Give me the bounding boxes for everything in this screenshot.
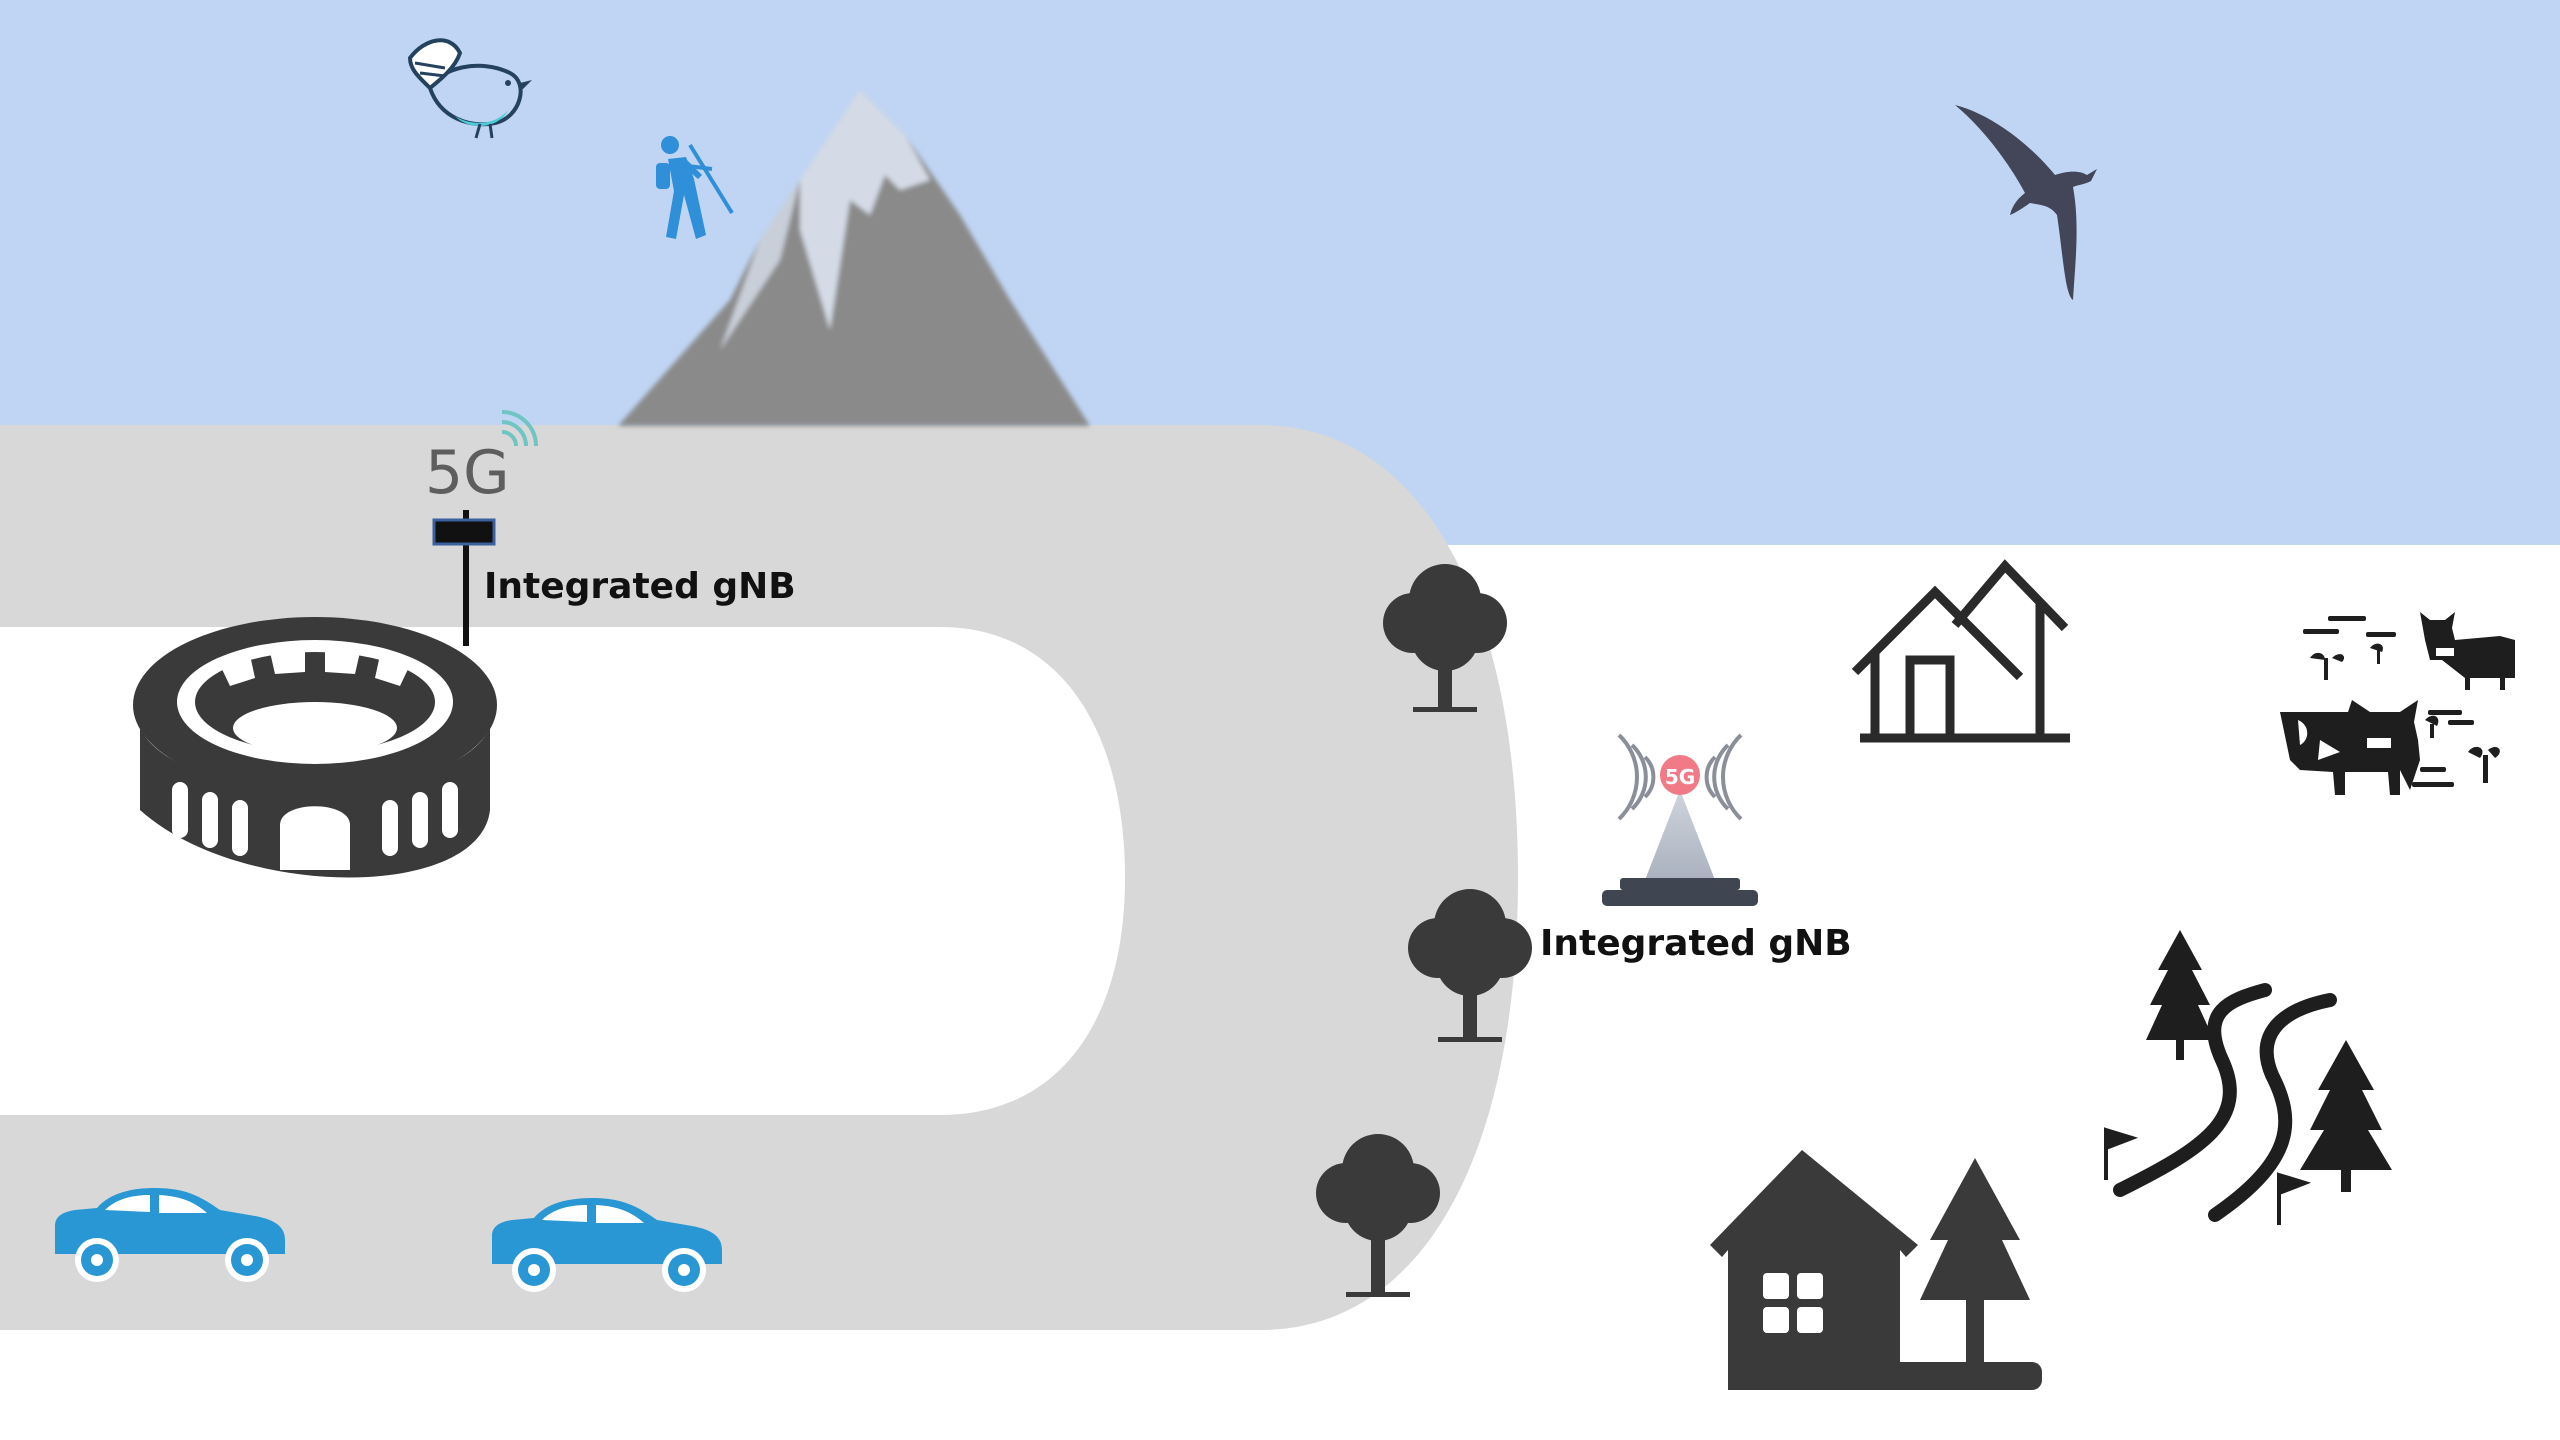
cabin-with-pine-icon (1710, 1150, 2042, 1390)
tower-label: Integrated gNB (1540, 923, 1852, 964)
car-icon (492, 1198, 722, 1292)
signal-waves-icon (501, 410, 538, 447)
cows-farm-icon (2280, 612, 2515, 795)
tower-5g-badge: 5G (1665, 765, 1695, 789)
5g-tower-icon: 5G (1602, 733, 1758, 906)
tree-icon (1383, 564, 1507, 712)
seabird-silhouette-icon (1955, 105, 2097, 300)
forest-trail-icon (2104, 930, 2392, 1225)
mountain-icon (618, 90, 1090, 426)
5g-mast-icon: 5G (425, 410, 538, 646)
mast-label: Integrated gNB (484, 566, 796, 607)
stadium-icon (133, 617, 497, 878)
tree-icon (1316, 1134, 1440, 1297)
tree-icon (1408, 889, 1532, 1042)
car-icon (55, 1188, 285, 1282)
mast-5g-badge: 5G (425, 438, 510, 508)
hiker-icon (656, 136, 734, 239)
bird-outline-icon (407, 38, 532, 139)
houses-icon (1851, 559, 2070, 743)
